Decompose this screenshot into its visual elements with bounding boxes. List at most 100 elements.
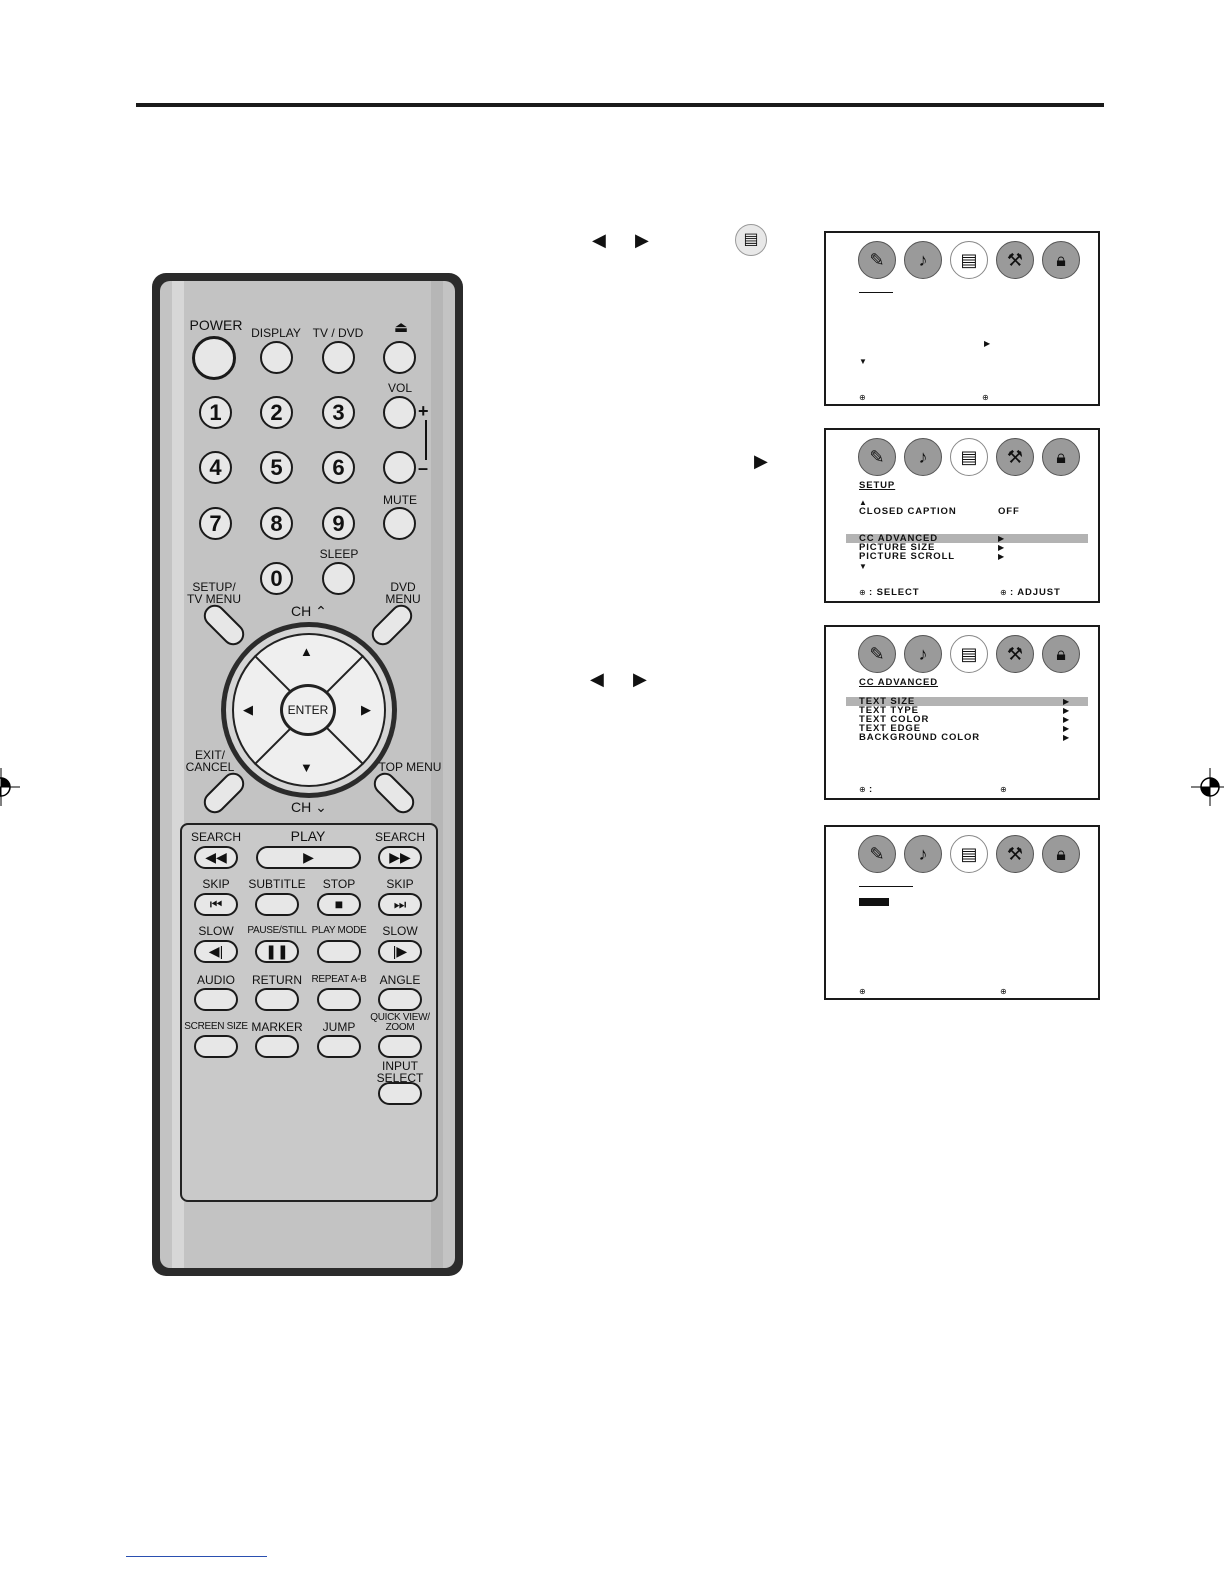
setup-icon: ▤ <box>735 224 767 256</box>
audio-icon: ♪ <box>904 438 942 476</box>
right-arrow-icon: ▶ <box>633 669 647 689</box>
eject-button[interactable] <box>383 341 416 374</box>
osd-row-label[interactable]: TEXT EDGE <box>859 723 921 734</box>
adjust-icon: ⊕ <box>1000 987 1007 996</box>
search-left-label: SEARCH <box>190 830 242 844</box>
submenu-arrow-icon: ▶ <box>1063 724 1070 733</box>
slow-reverse-icon: ◀| <box>208 943 224 959</box>
vol-down-button[interactable] <box>383 451 416 484</box>
subtitle-button[interactable] <box>255 893 299 916</box>
playback-panel <box>180 823 438 1202</box>
osd-row-label[interactable]: TEXT TYPE <box>859 705 919 716</box>
ch-up-text: CH <box>291 603 312 619</box>
pause-still-button[interactable]: ❚❚ <box>255 940 299 963</box>
digit-5-button[interactable]: 5 <box>260 451 293 484</box>
submenu-arrow-icon: ▶ <box>1063 733 1070 742</box>
power-button[interactable] <box>192 336 236 380</box>
dpad-left-button[interactable]: ◀ <box>243 702 253 717</box>
return-button[interactable] <box>255 988 299 1011</box>
jump-button[interactable] <box>317 1035 361 1058</box>
digit-4-button[interactable]: 4 <box>199 451 232 484</box>
audio-icon: ♪ <box>904 635 942 673</box>
skip-left-label: SKIP <box>202 877 230 891</box>
marker-button[interactable] <box>255 1035 299 1058</box>
digit-6-button[interactable]: 6 <box>322 451 355 484</box>
search-right-label: SEARCH <box>374 830 426 844</box>
osd-row-label[interactable]: TEXT SIZE <box>859 696 916 707</box>
digit-1-button[interactable]: 1 <box>199 396 232 429</box>
tools-icon: ⚒ <box>996 835 1034 873</box>
osd-row-label[interactable]: BACKGROUND COLOR <box>859 732 981 743</box>
osd-title: CC ADVANCED <box>859 677 939 688</box>
slow-forward-button[interactable]: |▶ <box>378 940 422 963</box>
digit-0-button[interactable]: 0 <box>260 562 293 595</box>
osd-row-label[interactable]: PICTURE SCROLL <box>859 551 955 562</box>
angle-button[interactable] <box>378 988 422 1011</box>
scroll-down-icon: ▼ <box>859 562 867 571</box>
submenu-arrow-icon: ▶ <box>998 543 1005 552</box>
skip-forward-button[interactable]: ⏭ <box>378 893 422 916</box>
footer-link-line <box>126 1556 267 1557</box>
digit-9-button[interactable]: 9 <box>322 507 355 540</box>
osd-title-underline <box>859 292 893 293</box>
quick-view-zoom-button[interactable] <box>378 1035 422 1058</box>
lock-icon: 🔒︎ <box>1042 835 1080 873</box>
input-select-label: INPUT SELECT <box>376 1059 424 1085</box>
vol-label: VOL <box>387 381 413 395</box>
osd-title-underline <box>859 886 913 887</box>
input-select-button[interactable] <box>378 1082 422 1105</box>
skip-back-button[interactable]: ⏮ <box>194 893 238 916</box>
exit-cancel-label: EXIT/ CANCEL <box>185 748 235 774</box>
play-mode-button[interactable] <box>317 940 361 963</box>
slow-back-button[interactable]: ◀| <box>194 940 238 963</box>
enter-button[interactable]: ENTER <box>280 684 336 736</box>
mute-button[interactable] <box>383 507 416 540</box>
search-forward-button[interactable]: ▶▶ <box>378 846 422 869</box>
sleep-button[interactable] <box>322 562 355 595</box>
slow-forward-icon: |▶ <box>392 943 408 959</box>
ch-down-text: CH <box>291 799 312 815</box>
slow-right-label: SLOW <box>382 924 418 938</box>
osd-row-label[interactable]: CC ADVANCED <box>859 533 939 544</box>
audio-icon: ♪ <box>904 835 942 873</box>
osd-row-label[interactable]: TEXT COLOR <box>859 714 930 725</box>
digit-7-button[interactable]: 7 <box>199 507 232 540</box>
digit-8-button[interactable]: 8 <box>260 507 293 540</box>
screen-size-button[interactable] <box>194 1035 238 1058</box>
dpad-right-button[interactable]: ▶ <box>361 702 371 717</box>
digit-3-button[interactable]: 3 <box>322 396 355 429</box>
vol-minus-sign: – <box>418 458 429 478</box>
tv-dvd-label: TV / DVD <box>312 326 364 340</box>
chevron-up-icon: ⌃ <box>315 603 327 619</box>
jump-label: JUMP <box>322 1020 356 1034</box>
submenu-arrow-icon: ▶ <box>984 339 991 348</box>
picture-icon: ✎ <box>858 241 896 279</box>
power-label: POWER <box>189 317 243 333</box>
tv-dvd-button[interactable] <box>322 341 355 374</box>
dpad-up-button[interactable]: ▲ <box>300 644 313 659</box>
pause-icon: ❚❚ <box>265 943 289 959</box>
left-arrow-icon: ◀ <box>592 230 606 250</box>
slow-left-label: SLOW <box>198 924 234 938</box>
picture-icon: ✎ <box>858 835 896 873</box>
submenu-arrow-icon: ▶ <box>998 534 1005 543</box>
dpad-down-button[interactable]: ▼ <box>300 760 313 775</box>
digit-2-button[interactable]: 2 <box>260 396 293 429</box>
screen-size-label: SCREEN SIZE <box>184 1021 248 1032</box>
repeat-ab-button[interactable] <box>317 988 361 1011</box>
display-button[interactable] <box>260 341 293 374</box>
search-back-button[interactable]: ◀◀ <box>194 846 238 869</box>
submenu-arrow-icon: ▶ <box>1063 706 1070 715</box>
tools-icon: ⚒ <box>996 635 1034 673</box>
play-mode-label: PLAY MODE <box>311 925 367 936</box>
audio-button[interactable] <box>194 988 238 1011</box>
play-button[interactable]: ▶ <box>256 846 361 869</box>
stop-button[interactable]: ■ <box>317 893 361 916</box>
scroll-down-icon: ▼ <box>859 357 867 366</box>
selection-bar <box>859 898 889 906</box>
skip-previous-icon: ⏮ <box>209 896 223 912</box>
play-label: PLAY <box>290 828 326 844</box>
osd-row-label[interactable]: PICTURE SIZE <box>859 542 936 553</box>
quick-view-zoom-label: QUICK VIEW/ ZOOM <box>370 1012 430 1033</box>
vol-up-button[interactable] <box>383 396 416 429</box>
